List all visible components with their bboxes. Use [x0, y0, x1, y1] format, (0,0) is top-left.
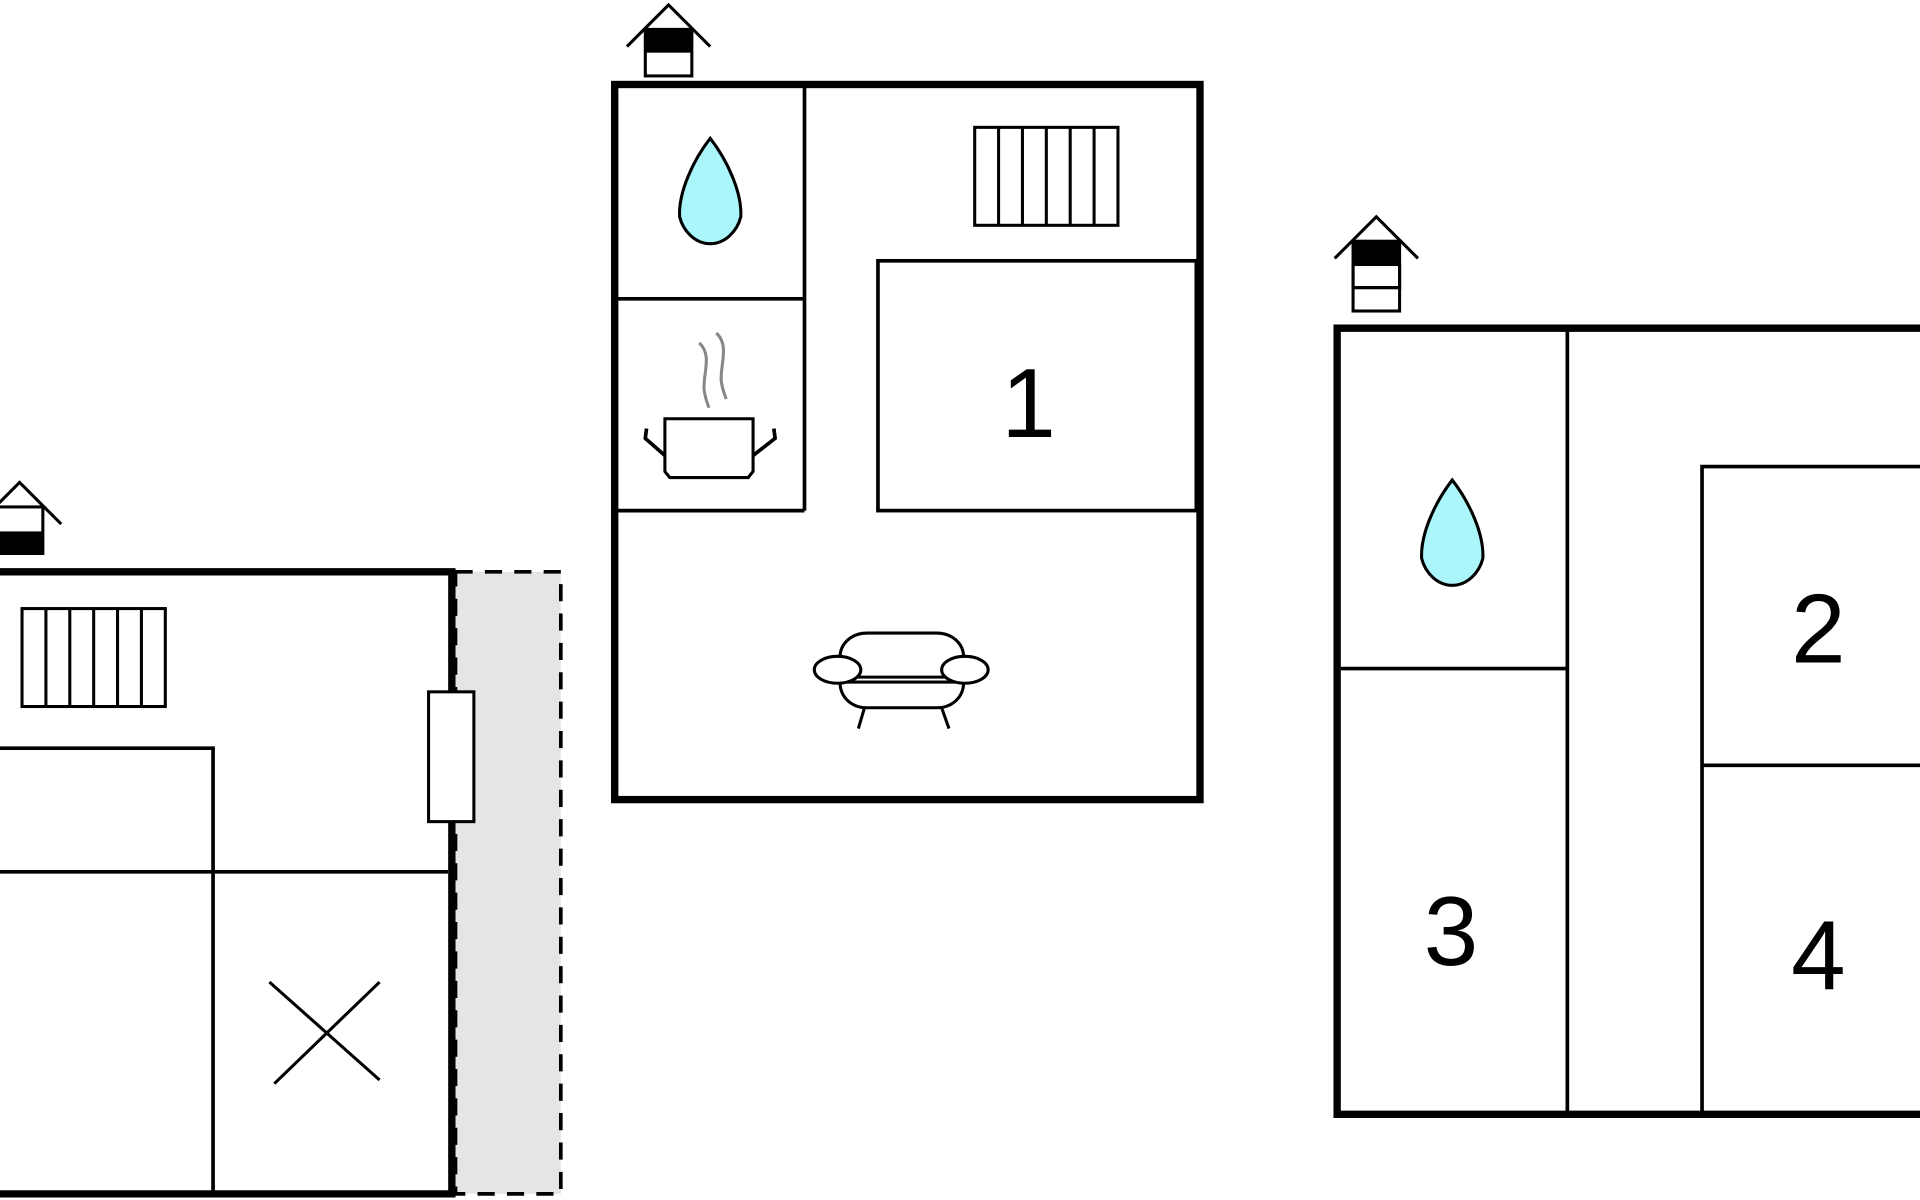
- floor-middle: 1: [611, 3, 1204, 804]
- cross-icon: [268, 980, 381, 1085]
- terrace-icon: [453, 570, 563, 1196]
- floor-left: [0, 480, 563, 1198]
- radiator-icon: [20, 607, 167, 709]
- door-icon: [427, 690, 476, 824]
- house-floor-icon: [1333, 215, 1420, 313]
- floor-right: 2 3 4: [1333, 215, 1920, 1118]
- bathroom-icon: [1420, 478, 1485, 587]
- living-room-icon: [812, 631, 990, 730]
- radiator-icon: [973, 125, 1120, 227]
- bathroom-icon: [677, 136, 743, 246]
- house-floor-icon: [625, 3, 712, 78]
- room-label-1: 1: [1001, 348, 1055, 458]
- room-label-3: 3: [1424, 876, 1478, 986]
- kitchen-icon: [643, 331, 778, 480]
- house-floor-icon: [0, 480, 63, 555]
- room-1: [876, 258, 1199, 513]
- room-label-4: 4: [1791, 900, 1845, 1010]
- outer-wall: [611, 80, 1204, 804]
- room-label-2: 2: [1791, 573, 1845, 683]
